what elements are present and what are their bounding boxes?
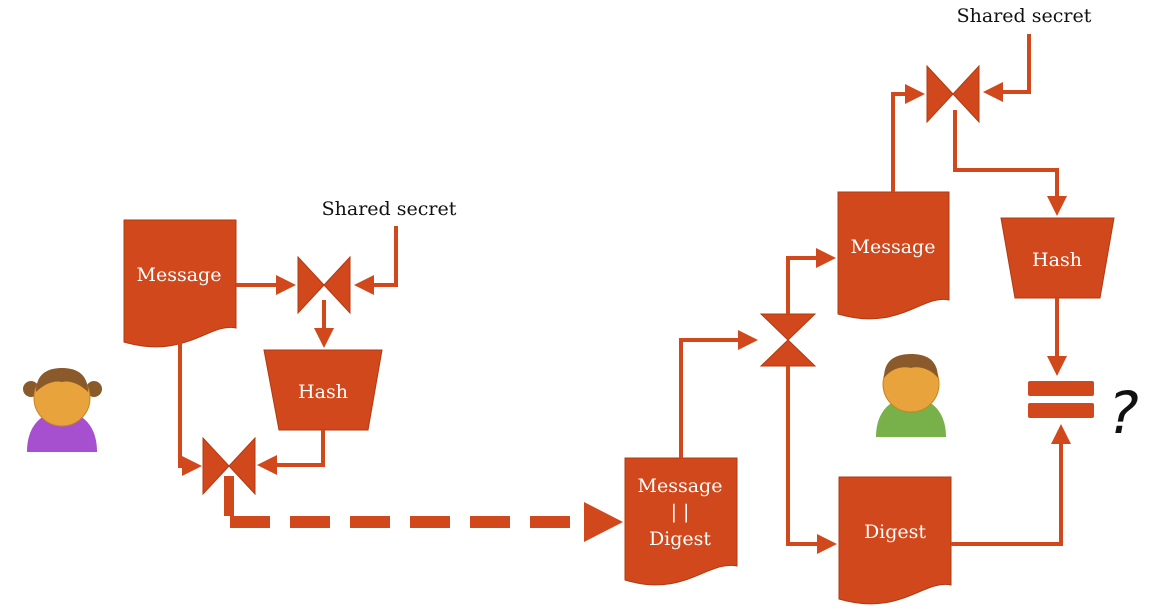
receiver-message-document [837, 191, 950, 320]
question-mark: ? [1108, 379, 1139, 447]
transmission-arrowhead [584, 502, 623, 542]
receiver-digest-document [838, 476, 952, 605]
transmitted-line3: Digest [649, 528, 711, 550]
packet-to-split-arrow [679, 330, 758, 458]
receiver-digest-label: Digest [864, 521, 926, 543]
receiver-message-label: Message [851, 236, 936, 258]
message-to-append-arrow [178, 342, 202, 476]
equals-icon [1028, 381, 1094, 418]
transmitted-line2: | | [671, 501, 690, 523]
receiver-person-icon [876, 354, 946, 437]
combine-to-hash-arrow-receiver [953, 110, 1067, 216]
sender-message-label: Message [137, 264, 222, 286]
sender-combine-bowtie-icon [297, 255, 351, 315]
sender-connectors [178, 226, 398, 516]
sender-person-icon [23, 368, 102, 452]
sender-append-bowtie-icon [202, 436, 256, 496]
receiver-connectors [679, 34, 1071, 554]
transmitted-line1: Message [638, 475, 723, 497]
receiver-secret-label: Shared secret [957, 5, 1092, 27]
receiver-split-bowtie-icon [759, 313, 817, 367]
sender-hash-trapezoid [263, 349, 383, 431]
secret-to-combine-arrow [354, 226, 398, 295]
split-to-digest-arrow [786, 366, 837, 554]
transmitted-document [624, 457, 738, 586]
message-to-combine-arrow-receiver [891, 84, 925, 192]
sender-message-document [123, 219, 237, 348]
receiver-hash-label: Hash [1032, 249, 1082, 271]
sender-hash-label: Hash [298, 381, 348, 403]
secret-to-combine-arrow-receiver [983, 34, 1031, 102]
digest-to-equals-arrow [951, 424, 1071, 546]
receiver-hash-trapezoid [1000, 217, 1115, 299]
receiver-combine-bowtie-icon [926, 64, 980, 124]
sender-secret-label: Shared secret [322, 198, 457, 220]
split-to-message-arrow [786, 248, 836, 314]
hash-to-append-arrow [257, 430, 325, 475]
